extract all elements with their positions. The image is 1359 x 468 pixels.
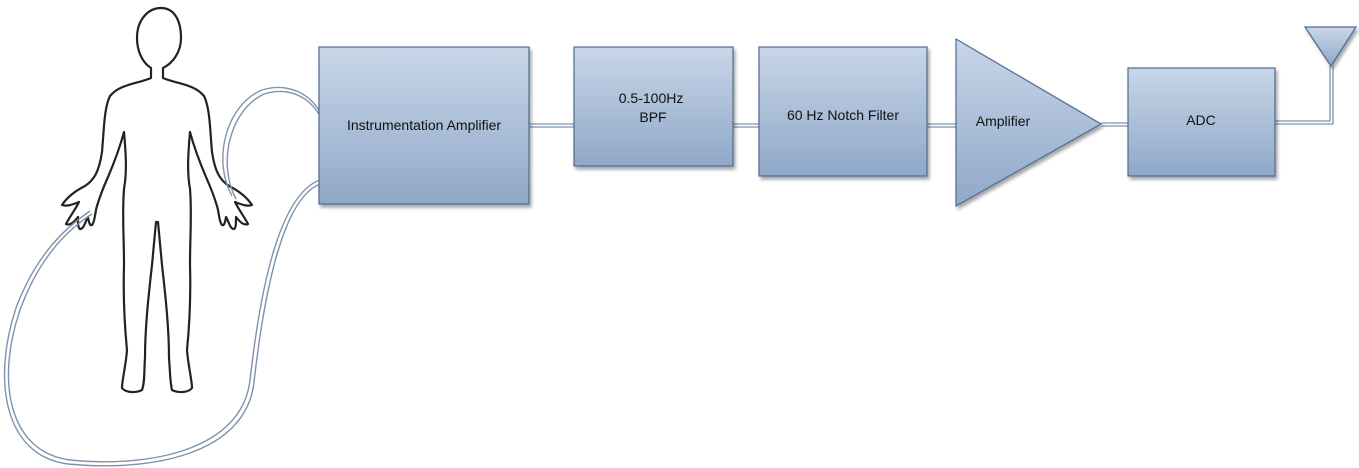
signal-connections bbox=[529, 66, 1334, 128]
instrumentation-amplifier-label: Instrumentation Amplifier bbox=[347, 117, 501, 133]
human-body-outline-icon bbox=[60, 6, 254, 394]
instrumentation-amplifier-block: Instrumentation Amplifier bbox=[318, 46, 530, 205]
adc-block: ADC bbox=[1127, 67, 1276, 177]
antenna-icon bbox=[1303, 26, 1358, 68]
electrode-leads bbox=[3, 86, 321, 467]
amplifier-label: Amplifier bbox=[976, 113, 1031, 129]
notch-filter-block: 60 Hz Notch Filter bbox=[758, 46, 928, 177]
bpf-label: 0.5-100Hz BPF bbox=[619, 90, 687, 125]
notch-filter-label: 60 Hz Notch Filter bbox=[787, 107, 899, 123]
adc-label: ADC bbox=[1186, 112, 1216, 128]
amplifier-block: Amplifier bbox=[955, 37, 1103, 208]
bpf-block: 0.5-100Hz BPF bbox=[573, 46, 734, 167]
